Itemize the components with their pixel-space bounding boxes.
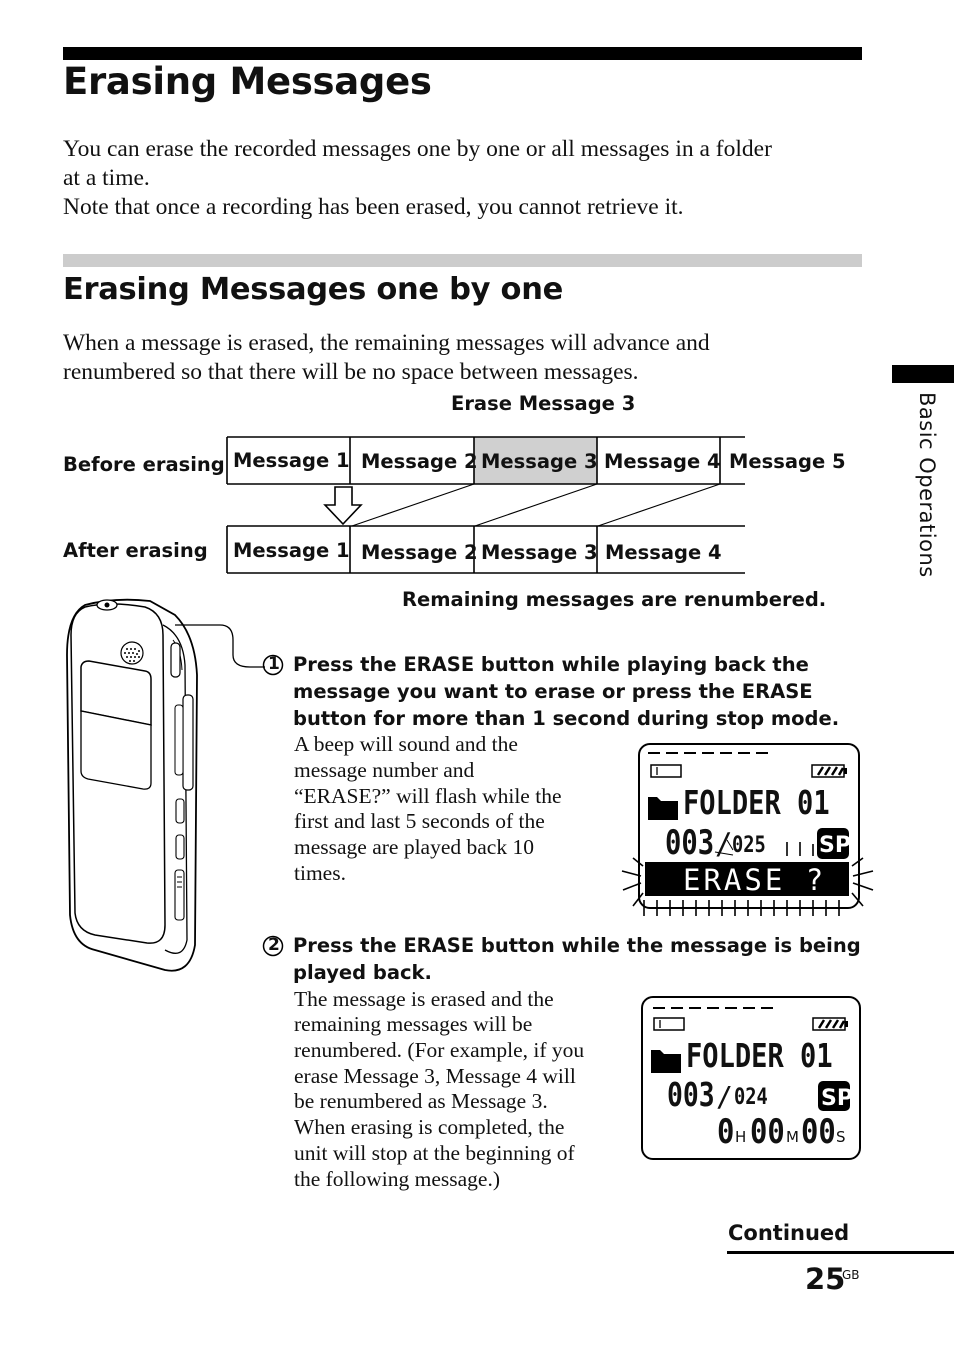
lcd2-hours: 0 [717,1112,735,1152]
lcd-display-1-graphics [621,752,874,916]
tape-icon [650,764,682,778]
lcd2-current-number: 003 [667,1075,715,1114]
lcd1-erase-prompt: ERASE ? [683,863,827,897]
lcd1-slash: / [715,827,733,861]
step-2-body-line-4: erase Message 3, Message 4 will [294,1064,576,1088]
intro-line-1: You can erase the recorded messages one … [63,136,772,162]
highlight-cell [474,437,597,484]
step-2-body-line-2: remaining messages will be [294,1012,533,1036]
before-cell-5: Message 5 [729,450,846,473]
before-cell-3: Message 3 [481,450,598,473]
before-cell-4: Message 4 [604,450,721,473]
lcd2-minutes-unit: M [786,1128,799,1146]
message-diagram [226,436,745,574]
step-1-heading-line-1: Press the ERASE button while playing bac… [293,653,809,676]
lcd1-mode: SP [819,833,851,858]
page-title: Erasing Messages [63,60,432,103]
lcd2-slash: / [716,1080,733,1113]
step-1-body-line-1: A beep will sound and the [294,732,518,756]
lcd2-seconds-unit: S [836,1128,846,1146]
step-2-body-line-3: renumbered. (For example, if you [294,1038,585,1062]
down-arrow-icon [323,486,363,526]
lcd-display-2-graphics [651,1007,850,1111]
after-cell-4: Message 4 [605,541,722,564]
step-1-number: 1 [268,654,280,674]
renumber-caption: Remaining messages are renumbered. [402,588,827,611]
intro-line-2: at a time. [63,165,150,191]
section-intro-line-2: renumbered so that there will be no spac… [63,359,639,385]
after-cell-1: Message 1 [233,539,350,562]
step-1-body-line-2: message number and [294,758,475,782]
step-2-body-line-5: be renumbered as Message 3. [294,1089,548,1113]
step-2-number: 2 [268,935,280,955]
step-2-body-line-8: the following message.) [294,1167,500,1191]
section-rule [63,254,862,267]
lcd1-total-number: 025 [732,833,766,858]
step-1-heading-line-2: message you want to erase or press the E… [293,680,813,703]
before-cell-1: Message 1 [233,449,350,472]
before-cell-2: Message 2 [361,450,478,473]
step-1-body-line-4: first and last 5 seconds of the [294,809,545,833]
lcd2-total-number: 024 [734,1085,768,1110]
step-1-body-line-5: message are played back 10 [294,835,534,859]
folder-icon [651,1050,681,1073]
after-erasing-label: After erasing [63,539,208,562]
voice-recorder-illustration [66,598,265,972]
step-2-heading-line-1: Press the ERASE button while the message… [293,934,861,957]
lcd2-minutes: 00 [750,1112,785,1152]
battery-icon [811,764,847,778]
after-cell-2: Message 2 [361,541,478,564]
lcd2-hours-unit: H [735,1128,747,1146]
erase-caption: Erase Message 3 [451,392,636,415]
continued-label: Continued [728,1221,850,1245]
step-2-body-line-1: The message is erased and the [294,987,554,1011]
step-2-circle-icon [262,935,284,957]
sp-badge [818,1081,850,1111]
continued-rule [727,1251,954,1254]
step-1-circle-icon [262,654,284,676]
step-2-body-line-7: unit will stop at the beginning of [294,1141,575,1165]
page-region-suffix: GB [842,1268,860,1282]
intro-line-3: Note that once a recording has been eras… [63,194,684,220]
page-number: 25 [805,1262,846,1296]
step-2-heading-line-2: played back. [293,961,432,984]
top-rule [63,47,862,60]
battery-icon [812,1017,848,1031]
lcd1-current-number: 003 [665,823,715,863]
step-1-body-line-3: “ERASE?” will flash while the [294,784,562,808]
side-tab [892,365,954,383]
step-1-body-line-6: times. [294,861,346,885]
lcd-display-stopped [641,996,861,1160]
side-section-label: Basic Operations [915,392,939,578]
lcd2-folder: FOLDER 01 [686,1036,833,1075]
lcd2-seconds: 00 [801,1112,836,1152]
tape-icon [653,1017,685,1031]
lcd1-folder: FOLDER 01 [683,783,830,822]
sp-badge [817,828,849,859]
lcd2-mode: SP [821,1086,853,1111]
step-2-body-line-6: When erasing is completed, the [294,1115,565,1139]
section-intro-line-1: When a message is erased, the remaining … [63,330,710,356]
section-title: Erasing Messages one by one [63,272,564,307]
before-erasing-label: Before erasing [63,453,225,476]
step-1-heading-line-3: button for more than 1 second during sto… [293,707,840,730]
folder-icon [648,797,678,820]
after-cell-3: Message 3 [481,541,598,564]
